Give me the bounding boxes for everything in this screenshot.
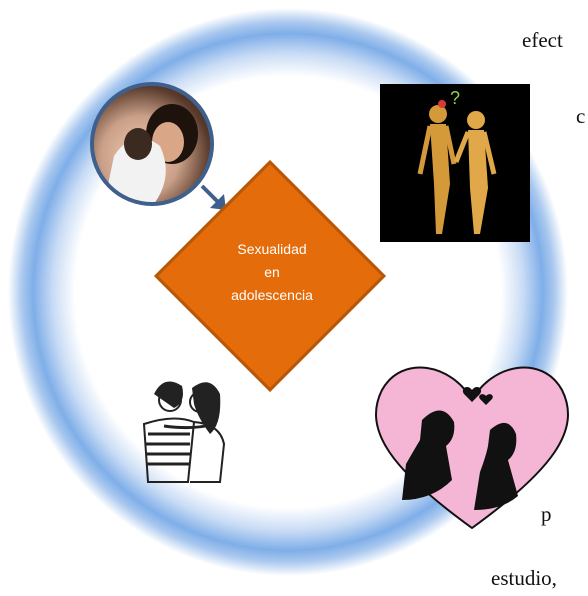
text-fragment-bottom-right: p (541, 502, 552, 526)
central-label-line-1: Sexualidad (237, 241, 307, 257)
couple-sketch (124, 364, 254, 484)
central-diamond-label: Sexualidad en adolescencia (196, 238, 348, 307)
couple-heart-silhouette (362, 360, 582, 530)
svg-text:?: ? (450, 88, 460, 108)
text-fragment-top: efect (522, 28, 563, 52)
central-label-line-2: en (264, 264, 280, 280)
arrow-icon (200, 184, 226, 210)
text-fragment-right: c (576, 104, 586, 128)
adam-eve-illustration: ? (380, 84, 530, 242)
central-label-line-3: adolescencia (231, 287, 313, 303)
text-fragment-bottom: estudio, (491, 566, 557, 590)
couple-hug-photo (90, 82, 214, 206)
